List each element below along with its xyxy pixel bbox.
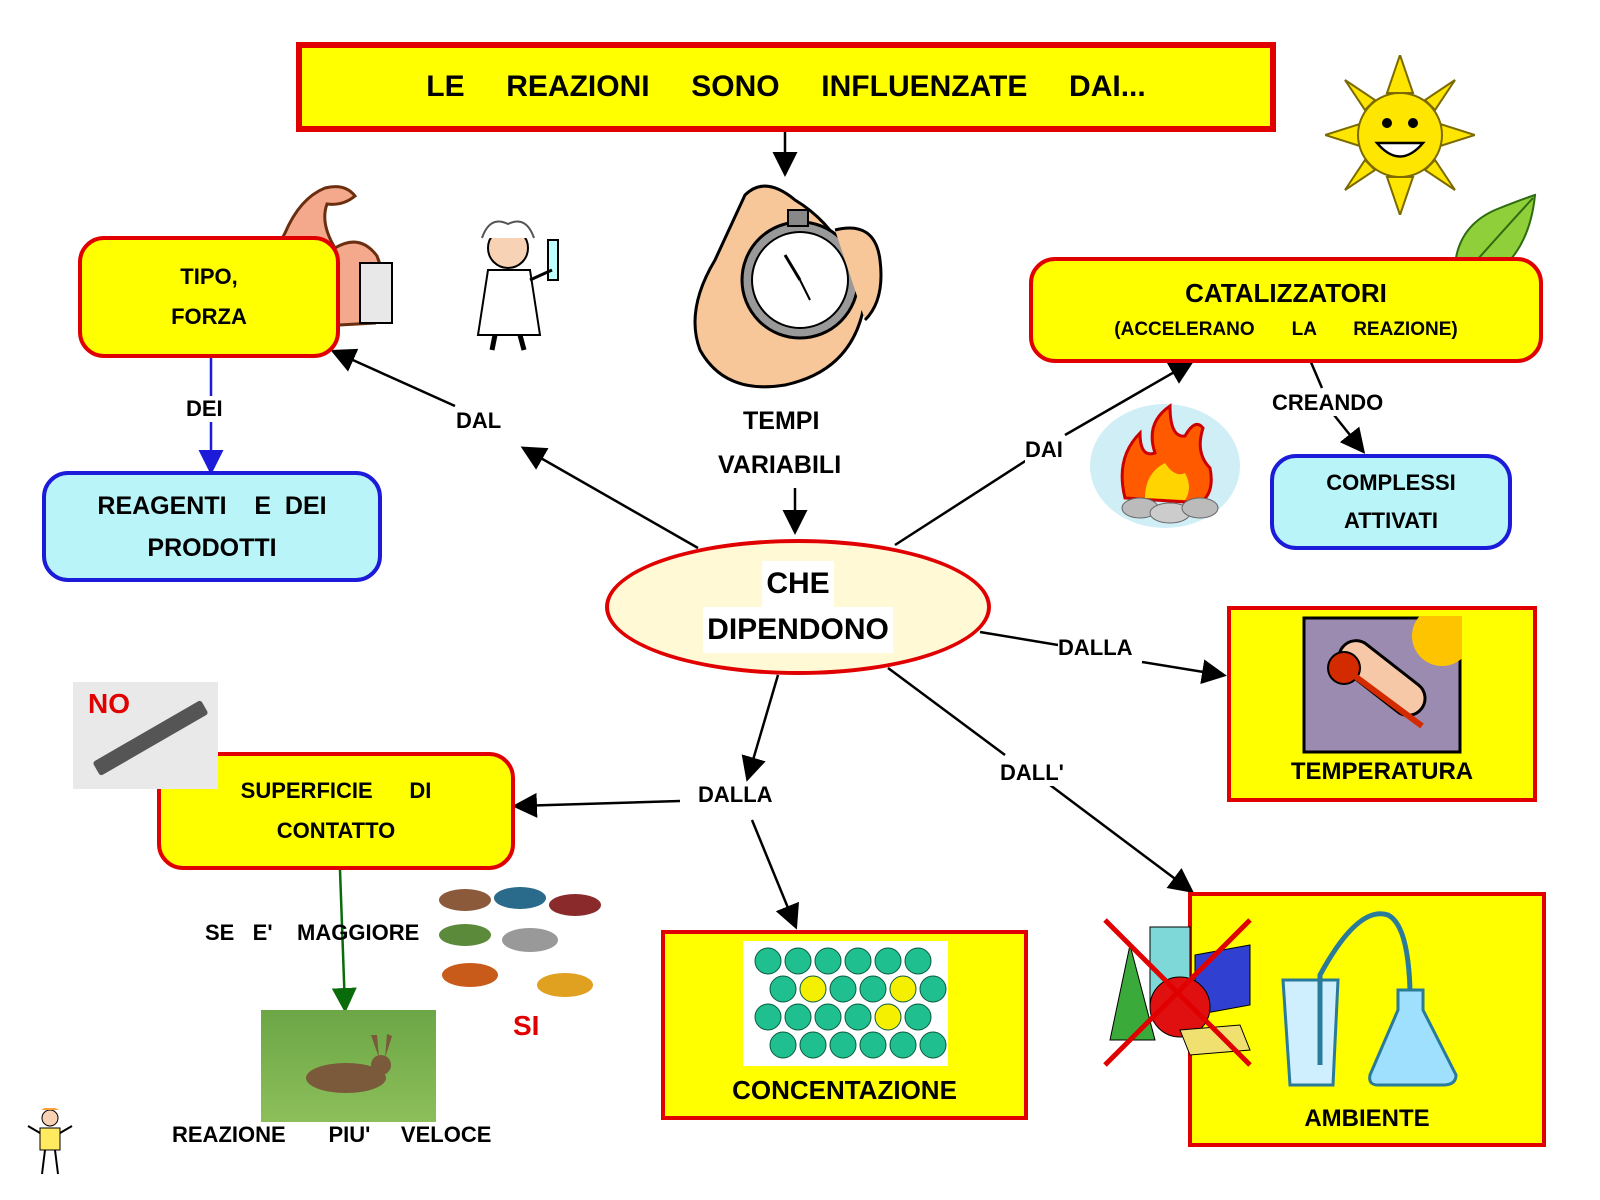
thermometer-icon <box>1302 616 1462 754</box>
catalysts-box: CATALIZZATORI (ACCELERANO LA REAZIONE) <box>1029 257 1543 363</box>
reagents-line1: REAGENTI E DEI <box>97 491 327 520</box>
line-creando-to-complexes <box>1329 409 1366 454</box>
line-center-to-dalla-right <box>979 630 1059 647</box>
lab-glassware-icon <box>1281 911 1458 1087</box>
surface-line2: CONTATTO <box>276 818 396 843</box>
type-force-line2: FORZA <box>171 304 247 329</box>
activated-complexes-box: COMPLESSI ATTIVATI <box>1270 454 1512 550</box>
line-center-to-dai <box>894 456 1031 547</box>
si-label: SI <box>513 1010 540 1041</box>
line-dalla-to-concentration <box>750 819 799 930</box>
scientist-icon <box>476 220 559 351</box>
center-ellipse: CHE DIPENDONO <box>605 539 991 675</box>
line-dalla-to-surface <box>512 792 681 818</box>
reagents-products-box: REAGENTI E DEI PRODOTTI <box>42 471 382 582</box>
catalysts-line1: CATALIZZATORI <box>1185 278 1387 308</box>
link-dai: DAI <box>1025 437 1063 463</box>
line-dall-to-environment <box>1049 784 1194 893</box>
line-catalysts-to-creando <box>1308 359 1324 389</box>
hare-photo <box>261 1010 436 1122</box>
type-force-box: TIPO, FORZA <box>78 236 340 358</box>
hare-icon <box>306 1034 392 1093</box>
link-dalla-right: DALLA <box>1058 635 1133 661</box>
result-label: REAZIONE PIU' VELOCE <box>172 1122 492 1147</box>
surface-line1: SUPERFICIE DI <box>240 778 432 803</box>
crossed-solids-icon <box>1103 918 1252 1067</box>
center-line1: CHE <box>762 561 834 607</box>
line-center-to-dall <box>887 666 1006 757</box>
stopwatch-icon <box>693 184 883 389</box>
line-dal-to-typeforce <box>330 348 456 408</box>
fire-icon <box>1090 403 1240 528</box>
time-line2: VARIABILI <box>718 451 842 479</box>
line-center-to-dalla-bottom <box>741 674 780 782</box>
iron-bar-photo <box>73 682 218 789</box>
title-text: LE REAZIONI SONO INFLUENZATE DAI... <box>426 70 1146 103</box>
link-dei: DEI <box>186 396 223 422</box>
type-force-line1: TIPO, <box>180 264 238 289</box>
complexes-line2: ATTIVATI <box>1343 508 1439 533</box>
link-dalla-bottom: DALLA <box>698 782 773 808</box>
link-se-maggiore: SE E' MAGGIORE <box>205 920 420 945</box>
sun-icon <box>1325 55 1475 215</box>
catalysts-line2: (ACCELERANO LA REAZIONE) <box>1114 319 1458 340</box>
link-dall: DALL' <box>1000 760 1064 786</box>
center-line2: DIPENDONO <box>703 607 893 653</box>
mascot-icon <box>27 1108 73 1175</box>
no-label: NO <box>88 688 130 719</box>
complexes-line1: COMPLESSI <box>1326 470 1456 495</box>
line-surface-to-result <box>331 869 357 1013</box>
environment-box: AMBIENTE <box>1188 892 1546 1147</box>
particles-icon <box>743 941 948 1066</box>
line-center-to-dal <box>520 446 699 550</box>
title-box: LE REAZIONI SONO INFLUENZATE DAI... <box>296 42 1276 132</box>
reagents-line2: PRODOTTI <box>147 533 277 562</box>
line-dalla-to-temperature <box>1141 659 1227 685</box>
temperature-label: TEMPERATURA <box>1290 758 1474 785</box>
powders-icon <box>439 887 601 997</box>
link-creando: CREANDO <box>1272 390 1384 416</box>
link-dal: DAL <box>456 408 502 433</box>
environment-label: AMBIENTE <box>1304 1105 1430 1132</box>
line-dai-to-catalysts <box>1064 360 1195 437</box>
time-line1: TEMPI <box>743 407 820 435</box>
concentration-label: CONCENTAZIONE <box>732 1075 957 1105</box>
